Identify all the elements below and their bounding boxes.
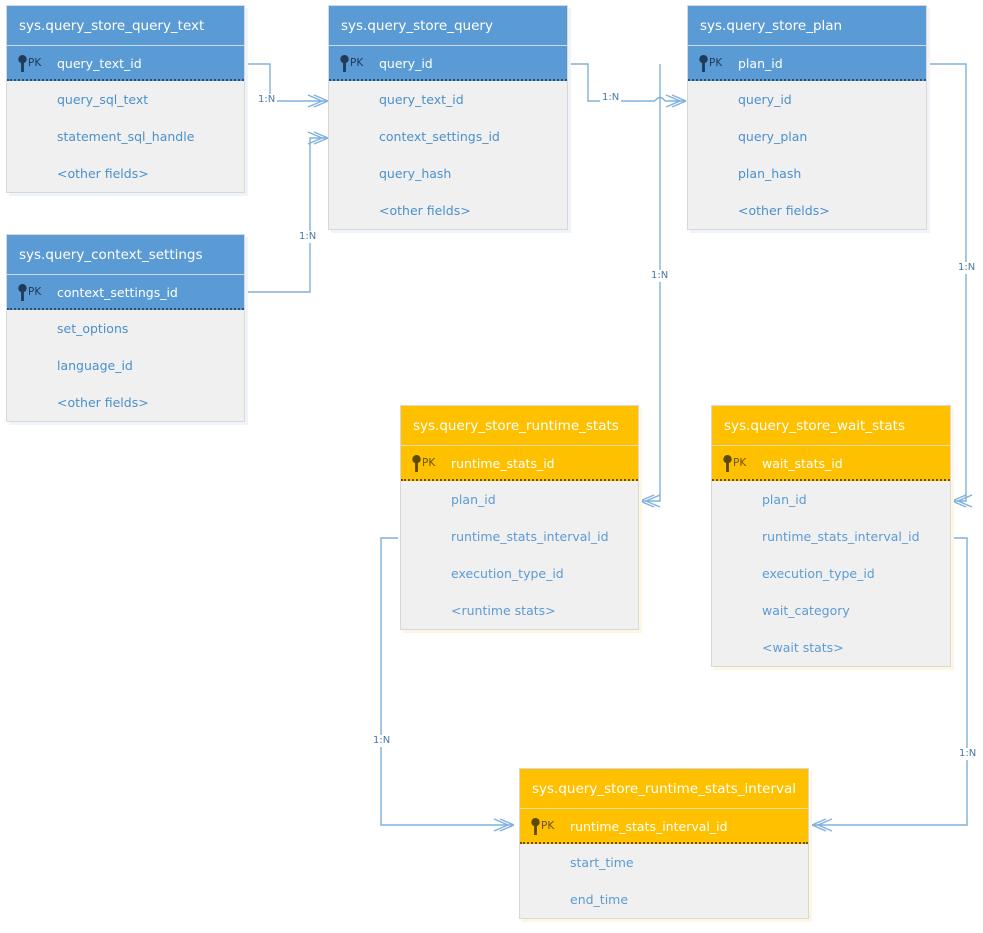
field-row: context_settings_id [379, 129, 500, 144]
pk-field-name: plan_id [738, 56, 783, 71]
entity-title: sys.query_context_settings [7, 235, 244, 275]
field-row: <other fields> [57, 166, 149, 181]
entity-fields: plan_id runtime_stats_interval_id execut… [712, 481, 950, 666]
cardinality-label: 1:N [371, 735, 393, 747]
field-row: execution_type_id [451, 566, 564, 581]
entity-query_context_settings[interactable]: sys.query_context_settings PK context_se… [6, 234, 248, 425]
primary-key-row: PK query_text_id [7, 46, 244, 81]
pk-field-name: runtime_stats_id [451, 456, 555, 471]
pk-label: PK [28, 286, 42, 298]
field-row: <other fields> [379, 203, 471, 218]
field-row: plan_id [762, 492, 807, 507]
entity-title: sys.query_store_wait_stats [712, 406, 950, 446]
field-row: statement_sql_handle [57, 129, 195, 144]
primary-key-row: PK runtime_stats_interval_id [520, 809, 808, 844]
entity-query_store_runtime_stats_interval[interactable]: sys.query_store_runtime_stats_interval P… [519, 768, 812, 922]
key-icon [340, 55, 349, 72]
cardinality-label: 1:N [297, 231, 319, 243]
entity-title: sys.query_store_plan [688, 6, 926, 46]
primary-key-row: PK wait_stats_id [712, 446, 950, 481]
entity-fields: query_sql_text statement_sql_handle <oth… [7, 81, 244, 192]
field-row: start_time [570, 855, 634, 870]
field-row: plan_hash [738, 166, 802, 181]
pk-label: PK [28, 57, 42, 69]
cardinality-label: 1:N [956, 262, 978, 274]
entity-title: sys.query_store_runtime_stats [401, 406, 638, 446]
field-row: query_hash [379, 166, 452, 181]
pk-label: PK [709, 57, 723, 69]
entity-query_store_query[interactable]: sys.query_store_query PK query_id query_… [328, 5, 571, 233]
field-row: <runtime stats> [451, 603, 556, 618]
field-row: query_text_id [379, 92, 464, 107]
pk-label: PK [422, 457, 436, 469]
entity-query_store_wait_stats[interactable]: sys.query_store_wait_stats PK wait_stats… [711, 405, 954, 670]
cardinality-label: 1:N [600, 92, 622, 104]
field-row: query_plan [738, 129, 808, 144]
entity-fields: plan_id runtime_stats_interval_id execut… [401, 481, 638, 629]
field-row: execution_type_id [762, 566, 875, 581]
cardinality-label: 1:N [649, 270, 671, 282]
pk-field-name: context_settings_id [57, 285, 178, 300]
entity-title: sys.query_store_runtime_stats_interval [520, 769, 808, 809]
entity-title: sys.query_store_query [329, 6, 567, 46]
primary-key-row: PK context_settings_id [7, 275, 244, 310]
field-row: set_options [57, 321, 129, 336]
key-icon [412, 455, 421, 472]
entity-query_store_plan[interactable]: sys.query_store_plan PK plan_id query_id… [687, 5, 930, 233]
field-row: runtime_stats_interval_id [451, 529, 609, 544]
field-row: query_sql_text [57, 92, 149, 107]
primary-key-row: PK plan_id [688, 46, 926, 81]
field-row: wait_category [762, 603, 850, 618]
entity-fields: query_text_id context_settings_id query_… [329, 81, 567, 229]
pk-label: PK [733, 457, 747, 469]
entity-fields: start_time end_time [520, 844, 808, 918]
pk-label: PK [541, 820, 555, 832]
primary-key-row: PK query_id [329, 46, 567, 81]
key-icon [531, 818, 540, 835]
field-row: <other fields> [738, 203, 830, 218]
pk-label: PK [350, 57, 364, 69]
connector-plan-runtime_stats [642, 64, 661, 502]
cardinality-label: 1:N [256, 94, 278, 106]
entity-fields: query_id query_plan plan_hash <other fie… [688, 81, 926, 229]
entity-query_store_runtime_stats[interactable]: sys.query_store_runtime_stats PK runtime… [400, 405, 642, 633]
field-row: query_id [738, 92, 792, 107]
field-row: <other fields> [57, 395, 149, 410]
key-icon [723, 455, 732, 472]
field-row: <wait stats> [762, 640, 844, 655]
key-icon [18, 55, 27, 72]
primary-key-row: PK runtime_stats_id [401, 446, 638, 481]
entity-query_store_query_text[interactable]: sys.query_store_query_text PK query_text… [6, 5, 248, 196]
pk-field-name: runtime_stats_interval_id [570, 819, 728, 834]
entity-fields: set_options language_id <other fields> [7, 310, 244, 421]
field-row: end_time [570, 892, 629, 907]
pk-field-name: query_text_id [57, 56, 142, 71]
key-icon [18, 284, 27, 301]
connector-context_settings-query [245, 137, 326, 293]
cardinality-label: 1:N [957, 748, 979, 760]
key-icon [699, 55, 708, 72]
pk-field-name: query_id [379, 56, 433, 71]
entity-title: sys.query_store_query_text [7, 6, 244, 46]
field-row: plan_id [451, 492, 496, 507]
pk-field-name: wait_stats_id [762, 456, 843, 471]
field-row: runtime_stats_interval_id [762, 529, 920, 544]
field-row: language_id [57, 358, 133, 373]
